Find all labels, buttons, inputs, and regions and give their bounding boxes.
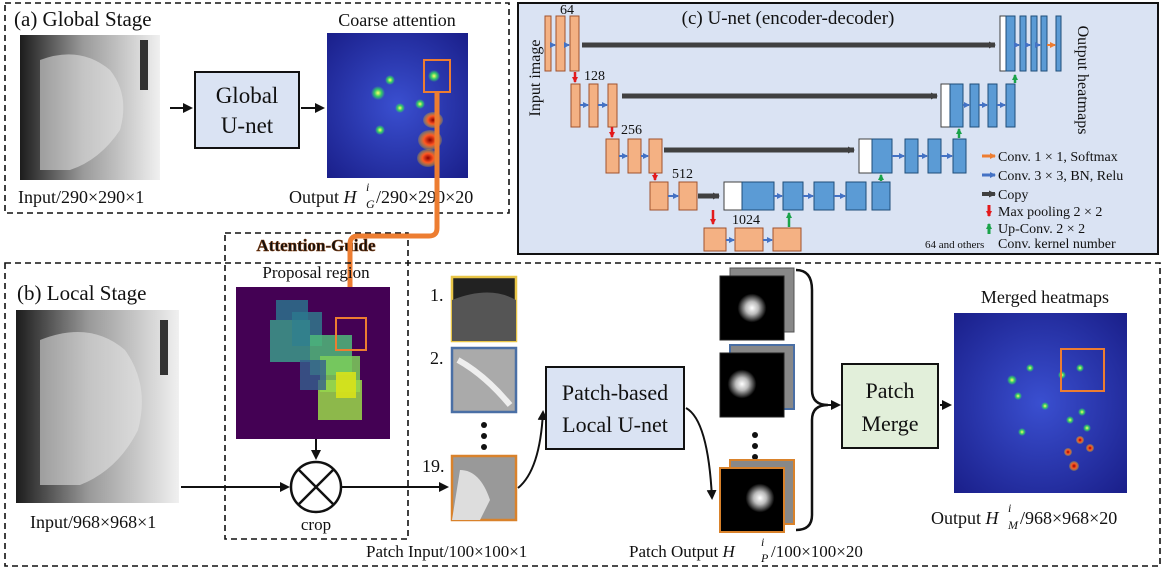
unet-output-side-label: Output heatmaps bbox=[1074, 26, 1091, 135]
patch-index-1: 1. bbox=[430, 285, 444, 305]
local-stage-frame bbox=[4, 262, 1161, 567]
global-stage-title: (a) Global Stage bbox=[14, 7, 152, 31]
crop-operator bbox=[289, 460, 343, 514]
legend-kernel-number: 64 and others Conv. kernel number bbox=[925, 237, 1116, 252]
svg-text:i: i bbox=[1008, 501, 1011, 515]
attention-guide-title: Attention-Guide bbox=[257, 236, 376, 255]
coarse-attention-title: Coarse attention bbox=[338, 10, 455, 30]
svg-text:Max pooling 2 × 2: Max pooling 2 × 2 bbox=[998, 205, 1102, 220]
proposal-region-title: Proposal region bbox=[262, 263, 370, 282]
svg-text:1024: 1024 bbox=[732, 213, 760, 228]
local-stage-title: (b) Local Stage bbox=[17, 281, 146, 305]
svg-text:64: 64 bbox=[560, 3, 574, 18]
local-unet-line2: Local U-net bbox=[562, 412, 668, 437]
attention-guide-arrow bbox=[343, 92, 440, 315]
svg-text:128: 128 bbox=[584, 69, 605, 84]
svg-text:Up-Conv. 2 × 2: Up-Conv. 2 × 2 bbox=[998, 222, 1085, 237]
global-output-label: Output H i G /290×290×20 bbox=[289, 180, 473, 211]
patch-input-2 bbox=[450, 346, 518, 414]
arrow-patch-to-local-unet bbox=[517, 410, 548, 489]
merged-heatmaps-image bbox=[954, 313, 1127, 493]
patch-output-1 bbox=[719, 267, 795, 341]
patch-index-2: 2. bbox=[430, 348, 444, 368]
patch-output-2 bbox=[719, 344, 795, 418]
svg-text:Output H: Output H bbox=[289, 187, 358, 207]
unet-title: (c) U-net (encoder-decoder) bbox=[682, 8, 895, 29]
svg-text:G: G bbox=[366, 197, 375, 211]
patch-output-19 bbox=[719, 459, 795, 533]
svg-text:/968×968×20: /968×968×20 bbox=[1020, 508, 1117, 528]
patch-ellipsis bbox=[481, 422, 487, 450]
patch-output-ellipsis bbox=[752, 432, 758, 460]
legend-upconv: Up-Conv. 2 × 2 bbox=[986, 222, 1085, 237]
patch-output-label: Patch Output H i P /100×100×20 bbox=[629, 535, 863, 565]
svg-text:/100×100×20: /100×100×20 bbox=[771, 542, 863, 561]
svg-text:512: 512 bbox=[672, 167, 693, 182]
unet-legend: Conv. 1 × 1, Softmax Conv. 3 × 3, BN, Re… bbox=[925, 150, 1123, 252]
coarse-attention-heatmap bbox=[327, 33, 468, 178]
global-unet-line2: U-net bbox=[221, 113, 274, 138]
svg-text:i: i bbox=[761, 535, 764, 549]
global-input-xray bbox=[20, 35, 160, 180]
svg-text:P: P bbox=[760, 551, 769, 565]
svg-text:i: i bbox=[366, 180, 369, 194]
local-unet-line1: Patch-based bbox=[562, 380, 668, 405]
local-unet-box bbox=[545, 366, 685, 450]
arrow-local-unet-to-outputs bbox=[685, 407, 717, 500]
svg-text:Patch Output H: Patch Output H bbox=[629, 542, 737, 561]
svg-text:/290×290×20: /290×290×20 bbox=[376, 187, 473, 207]
global-stage-frame bbox=[4, 2, 510, 214]
patch-merge-line1: Patch bbox=[866, 378, 915, 403]
svg-text:Conv. 1 × 1, Softmax: Conv. 1 × 1, Softmax bbox=[998, 150, 1118, 165]
global-unet-line1: Global bbox=[216, 83, 279, 108]
patch-input-19 bbox=[450, 454, 518, 522]
patch-index-19: 19. bbox=[422, 456, 445, 476]
unet-input-side-label: Input image bbox=[527, 40, 544, 117]
proposal-region-map bbox=[236, 287, 390, 439]
global-unet-box bbox=[194, 71, 300, 149]
global-input-label: Input/290×290×1 bbox=[18, 187, 144, 207]
merged-output-label: Output H i M /968×968×20 bbox=[931, 501, 1117, 532]
local-input-label: Input/968×968×1 bbox=[30, 512, 156, 532]
svg-text:64 and others: 64 and others bbox=[925, 239, 984, 251]
local-input-xray bbox=[16, 310, 179, 503]
patch-input-label: Patch Input/100×100×1 bbox=[366, 542, 527, 561]
attention-guide-frame bbox=[224, 232, 409, 540]
crop-label: crop bbox=[301, 515, 331, 534]
patch-merge-line2: Merge bbox=[861, 411, 918, 436]
legend-conv3: Conv. 3 × 3, BN, Relu bbox=[982, 169, 1123, 184]
svg-text:M: M bbox=[1007, 518, 1019, 532]
patch-merge-box bbox=[841, 363, 939, 449]
legend-copy: Copy bbox=[982, 188, 1028, 203]
patch-input-1 bbox=[450, 275, 518, 343]
merge-brace bbox=[795, 268, 829, 532]
merged-heatmaps-title: Merged heatmaps bbox=[981, 287, 1109, 307]
svg-text:256: 256 bbox=[621, 123, 642, 138]
svg-text:Conv. 3 × 3, BN, Relu: Conv. 3 × 3, BN, Relu bbox=[998, 169, 1123, 184]
legend-maxpool: Max pooling 2 × 2 bbox=[986, 205, 1102, 220]
legend-softmax: Conv. 1 × 1, Softmax bbox=[982, 150, 1118, 165]
svg-text:Conv. kernel number: Conv. kernel number bbox=[998, 237, 1116, 252]
unet-architecture: 64 128 256 512 1024 bbox=[544, 3, 1062, 252]
svg-text:Copy: Copy bbox=[998, 188, 1028, 203]
svg-text:Output H: Output H bbox=[931, 508, 1000, 528]
